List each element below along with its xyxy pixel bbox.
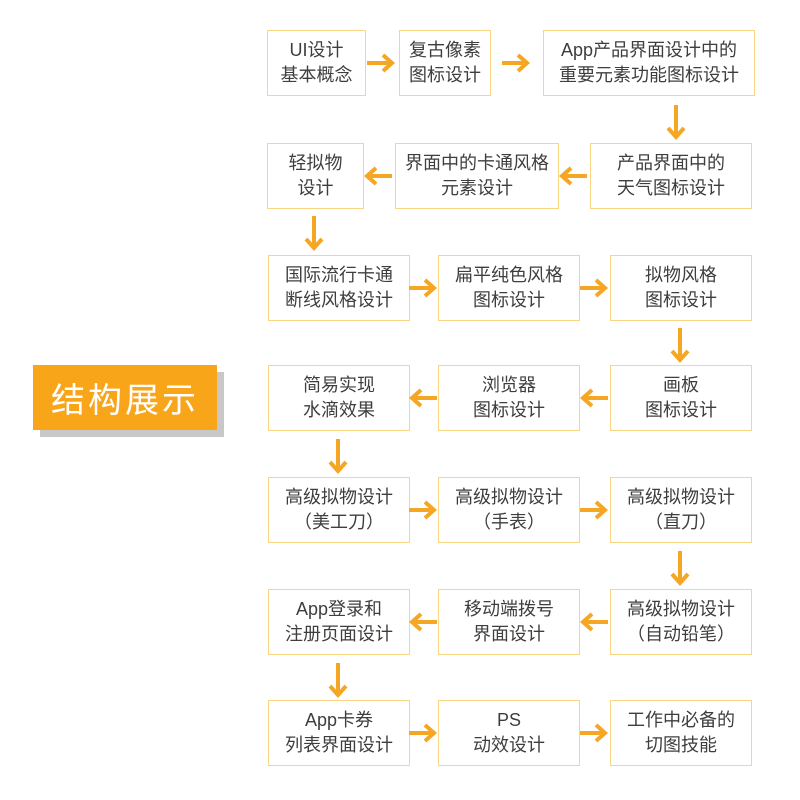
box-line: 元素设计 xyxy=(441,178,513,198)
box-line: 图标设计 xyxy=(473,400,545,420)
flow-box-flat-color-icons: 扁平纯色风格 图标设计 xyxy=(438,255,580,321)
arrow-right-icon xyxy=(409,723,438,743)
box-line: 图标设计 xyxy=(645,290,717,310)
box-line: 水滴效果 xyxy=(303,400,375,420)
flow-box-skeuomorph-icons: 拟物风格 图标设计 xyxy=(610,255,752,321)
flow-box-cartoon-elements: 界面中的卡通风格 元素设计 xyxy=(395,143,559,209)
arrow-down-icon xyxy=(670,328,690,364)
box-line: 拟物风格 xyxy=(645,265,717,285)
box-line: 画板 xyxy=(663,375,699,395)
arrow-down-icon xyxy=(328,439,348,475)
flow-box-adv-watch: 高级拟物设计 （手表） xyxy=(438,477,580,543)
box-line: 断线风格设计 xyxy=(285,290,393,310)
box-line: （美工刀） xyxy=(294,512,384,532)
flow-box-adv-utility-knife: 高级拟物设计 （美工刀） xyxy=(268,477,410,543)
flow-box-ps-motion: PS 动效设计 xyxy=(438,700,580,766)
flow-box-app-key-icons: App产品界面设计中的 重要元素功能图标设计 xyxy=(543,30,755,96)
flow-box-water-drop: 简易实现 水滴效果 xyxy=(268,365,410,431)
box-line: 界面中的卡通风格 xyxy=(405,153,549,173)
box-line: 切图技能 xyxy=(645,735,717,755)
box-line: 复古像素 xyxy=(409,40,481,60)
box-line: 设计 xyxy=(297,178,334,198)
box-line: App卡券 xyxy=(304,710,374,730)
arrow-right-icon xyxy=(580,723,609,743)
box-line: 移动端拨号 xyxy=(464,599,554,619)
box-line: （手表） xyxy=(473,512,545,532)
arrow-left-icon xyxy=(363,166,392,186)
box-line: App登录和 xyxy=(295,599,383,619)
box-line: 扁平纯色风格 xyxy=(455,265,563,285)
arrow-left-icon xyxy=(579,388,608,408)
arrow-left-icon xyxy=(408,388,437,408)
box-line: 高级拟物设计 xyxy=(627,599,735,619)
arrow-down-icon xyxy=(304,216,324,252)
arrow-down-icon xyxy=(666,105,686,141)
flow-box-login-signup: App登录和 注册页面设计 xyxy=(268,589,410,655)
flow-box-ui-basics: UI设计 基本概念 xyxy=(267,30,366,96)
box-line: 轻拟物 xyxy=(288,153,343,173)
box-line: 注册页面设计 xyxy=(285,624,393,644)
box-line: 产品界面中的 xyxy=(617,153,725,173)
box-line: 重要元素功能图标设计 xyxy=(559,65,739,85)
box-line: 图标设计 xyxy=(645,400,717,420)
arrow-left-icon xyxy=(558,166,587,186)
box-line: 浏览器 xyxy=(482,375,536,395)
flow-box-weather-icons: 产品界面中的 天气图标设计 xyxy=(590,143,752,209)
arrow-right-icon xyxy=(580,500,609,520)
flow-box-browser-icon: 浏览器 图标设计 xyxy=(438,365,580,431)
flow-box-adv-mech-pencil: 高级拟物设计 （自动铅笔） xyxy=(610,589,752,655)
arrow-left-icon xyxy=(408,612,437,632)
box-line: 图标设计 xyxy=(409,65,481,85)
box-line: 列表界面设计 xyxy=(285,735,393,755)
flow-box-coupon-list: App卡券 列表界面设计 xyxy=(268,700,410,766)
flow-box-dialer-ui: 移动端拨号 界面设计 xyxy=(438,589,580,655)
box-line: PS xyxy=(496,710,521,730)
arrow-right-icon xyxy=(409,278,438,298)
box-line: 高级拟物设计 xyxy=(627,487,735,507)
box-line: 天气图标设计 xyxy=(617,178,725,198)
box-line: 基本概念 xyxy=(280,65,353,85)
flow-box-adv-straight-knife: 高级拟物设计 （直刀） xyxy=(610,477,752,543)
arrow-right-icon xyxy=(580,278,609,298)
box-line: 国际流行卡通 xyxy=(285,265,393,285)
flow-box-intl-cartoon-line: 国际流行卡通 断线风格设计 xyxy=(268,255,410,321)
box-line: 简易实现 xyxy=(303,375,375,395)
box-line: 工作中必备的 xyxy=(627,710,735,730)
box-line: （直刀） xyxy=(645,512,717,532)
box-line: UI设计 xyxy=(289,40,344,60)
arrow-right-icon xyxy=(502,53,531,73)
box-line: App产品界面设计中的 xyxy=(560,40,738,60)
flow-box-light-skeuomorph: 轻拟物 设计 xyxy=(267,143,364,209)
flow-box-slicing-skills: 工作中必备的 切图技能 xyxy=(610,700,752,766)
box-line: 高级拟物设计 xyxy=(455,487,563,507)
box-line: 界面设计 xyxy=(473,624,545,644)
structure-label-text: 结构展示 xyxy=(51,382,199,420)
flow-box-artboard-icon: 画板 图标设计 xyxy=(610,365,752,431)
structure-label: 结构展示 xyxy=(33,365,217,430)
box-line: 动效设计 xyxy=(473,735,545,755)
arrow-down-icon xyxy=(328,663,348,699)
arrow-down-icon xyxy=(670,551,690,587)
arrow-right-icon xyxy=(367,53,396,73)
box-line: （自动铅笔） xyxy=(627,624,735,644)
flow-box-retro-pixel: 复古像素 图标设计 xyxy=(399,30,491,96)
arrow-left-icon xyxy=(579,612,608,632)
box-line: 图标设计 xyxy=(473,290,545,310)
box-line: 高级拟物设计 xyxy=(285,487,393,507)
arrow-right-icon xyxy=(409,500,438,520)
